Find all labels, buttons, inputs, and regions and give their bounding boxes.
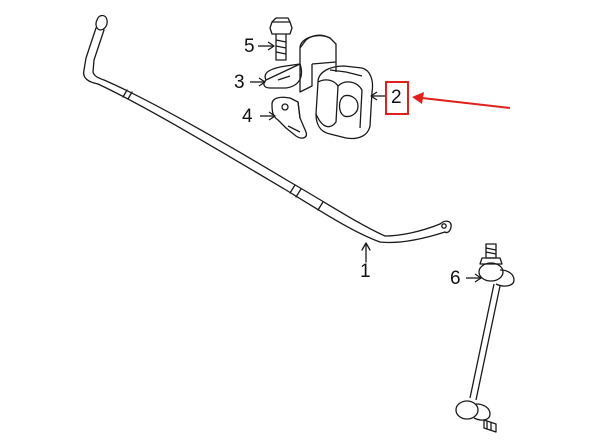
callout-label-6: 6 bbox=[450, 268, 461, 289]
callout-label-1: 1 bbox=[360, 261, 371, 282]
bushing bbox=[315, 65, 386, 140]
bolt bbox=[258, 17, 293, 61]
callout-label-3: 3 bbox=[234, 72, 245, 93]
clamp-bracket bbox=[250, 34, 337, 93]
callout-label-4: 4 bbox=[242, 106, 253, 127]
callout-label-5: 5 bbox=[244, 36, 255, 57]
stabilizer-bar bbox=[82, 14, 452, 263]
red-pointer-arrow bbox=[412, 92, 511, 109]
callout-2-highlight-box bbox=[385, 81, 409, 115]
mounting-bracket bbox=[260, 96, 308, 139]
callout-label-2: 2 bbox=[391, 87, 402, 108]
stabilizer-link bbox=[455, 243, 515, 433]
